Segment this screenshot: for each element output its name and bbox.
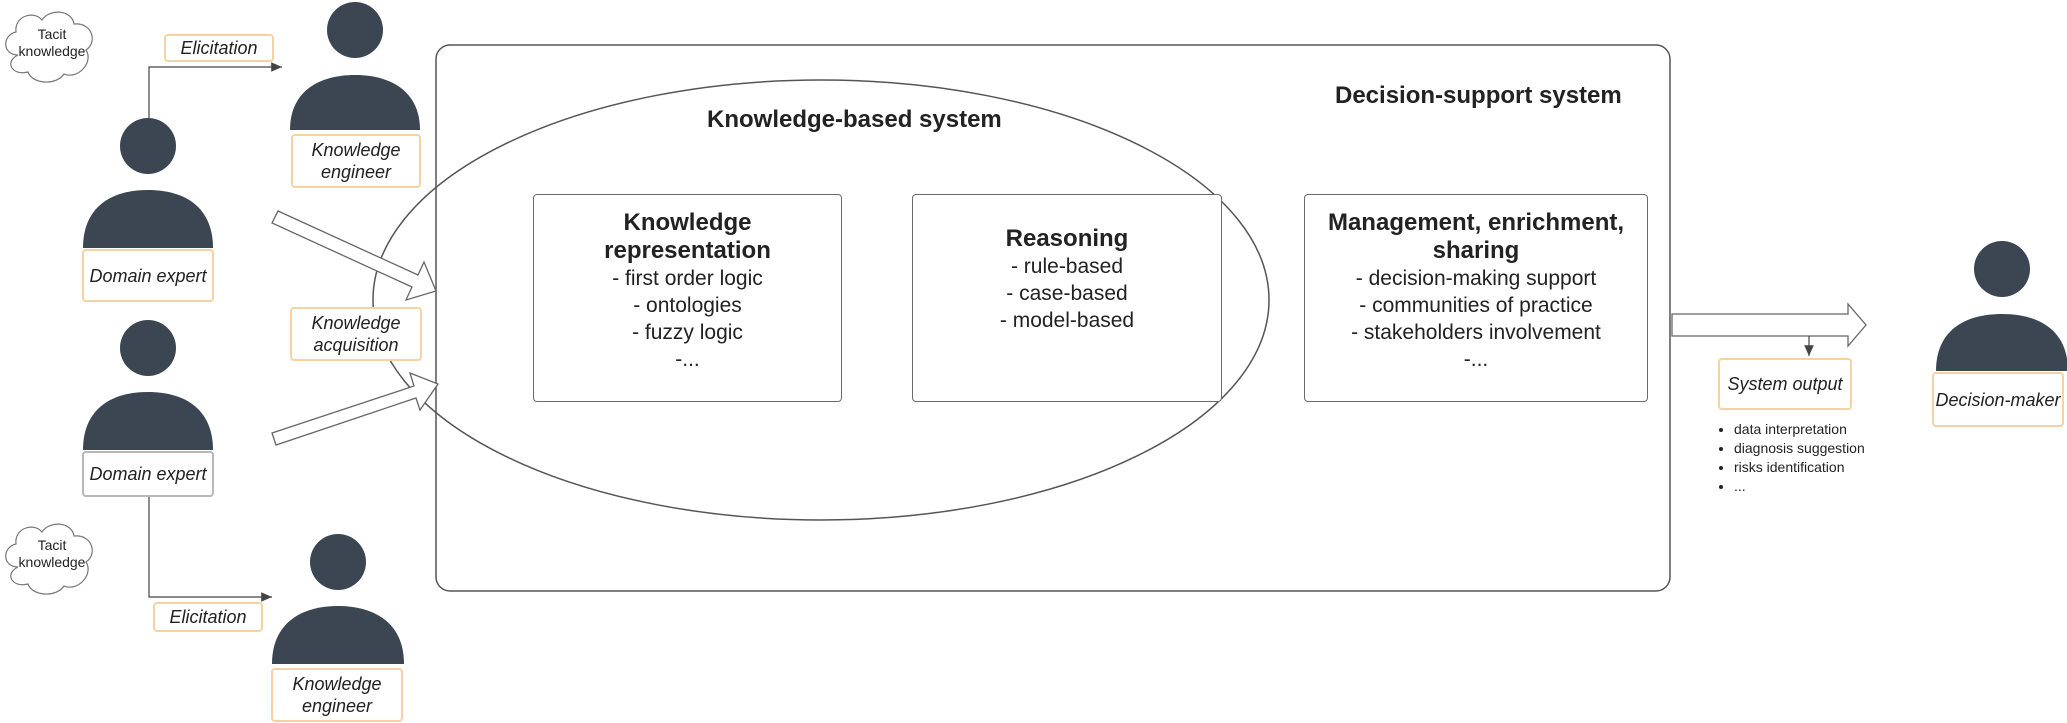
reasoning-title: Reasoning xyxy=(1005,225,1129,252)
decision-support-system-box xyxy=(435,44,1671,592)
elicitation-arrow-top xyxy=(148,62,282,118)
system-output-label: System output xyxy=(1718,358,1852,410)
acquisition-arrow-top xyxy=(271,210,437,302)
box-item: - stakeholders involvement xyxy=(1351,321,1601,344)
knowledge-engineer-label-bottom: Knowledge engineer xyxy=(271,668,403,722)
box-item: - decision-making support xyxy=(1355,267,1597,290)
output-item: diagnosis suggestion xyxy=(1734,439,1865,458)
box-item: - rule-based xyxy=(1010,255,1124,278)
knowledge-based-system-ellipse xyxy=(372,79,1270,521)
box-item: -... xyxy=(675,348,700,371)
tacit-knowledge-label-bottom: Tacit knowledge xyxy=(18,537,86,570)
box-item: - first order logic xyxy=(612,267,763,290)
knowledge-based-system-title: Knowledge-based system xyxy=(707,106,1002,133)
knowledge-representation-title: Knowledge representation xyxy=(604,209,771,264)
person-domain-expert-top xyxy=(83,118,213,248)
domain-expert-label-bottom: Domain expert xyxy=(82,451,214,497)
domain-expert-label-top: Domain expert xyxy=(82,249,214,302)
knowledge-representation-box: Knowledge representation - first order l… xyxy=(533,194,842,402)
tacit-knowledge-cloud-bottom xyxy=(5,523,93,595)
box-item: - model-based xyxy=(999,309,1135,332)
person-knowledge-engineer-bottom xyxy=(272,534,404,664)
elicitation-arrow-bottom xyxy=(148,497,272,602)
person-knowledge-engineer-top xyxy=(290,2,420,130)
output-item: ... xyxy=(1734,477,1865,496)
elicitation-label-bottom: Elicitation xyxy=(153,602,263,632)
tacit-knowledge-label-top: Tacit knowledge xyxy=(18,26,86,59)
person-domain-expert-bottom xyxy=(83,320,213,450)
box-item: - communities of practice xyxy=(1359,294,1593,317)
system-output-list: data interpretation diagnosis suggestion… xyxy=(1714,420,1865,496)
output-arrow xyxy=(1671,302,1867,348)
box-item: - ontologies xyxy=(633,294,742,317)
tacit-knowledge-cloud-top xyxy=(5,11,93,83)
output-item: data interpretation xyxy=(1734,420,1865,439)
knowledge-acquisition-label: Knowledge acquisition xyxy=(290,307,422,361)
elicitation-label-top: Elicitation xyxy=(164,34,274,62)
management-box: Management, enrichment, sharing - decisi… xyxy=(1304,194,1648,402)
management-title: Management, enrichment, sharing xyxy=(1327,209,1625,264)
decision-maker-label: Decision-maker xyxy=(1932,372,2064,427)
output-item: risks identification xyxy=(1734,458,1865,477)
box-item: -... xyxy=(1463,348,1489,371)
knowledge-engineer-label-top: Knowledge engineer xyxy=(291,134,421,188)
acquisition-arrow-bottom xyxy=(271,371,440,446)
person-decision-maker xyxy=(1936,241,2067,371)
reasoning-box: Reasoning - rule-based - case-based - mo… xyxy=(912,194,1222,402)
decision-support-system-title: Decision-support system xyxy=(1335,82,1622,109)
box-item: - case-based xyxy=(1006,282,1128,305)
box-item: - fuzzy logic xyxy=(632,321,743,344)
